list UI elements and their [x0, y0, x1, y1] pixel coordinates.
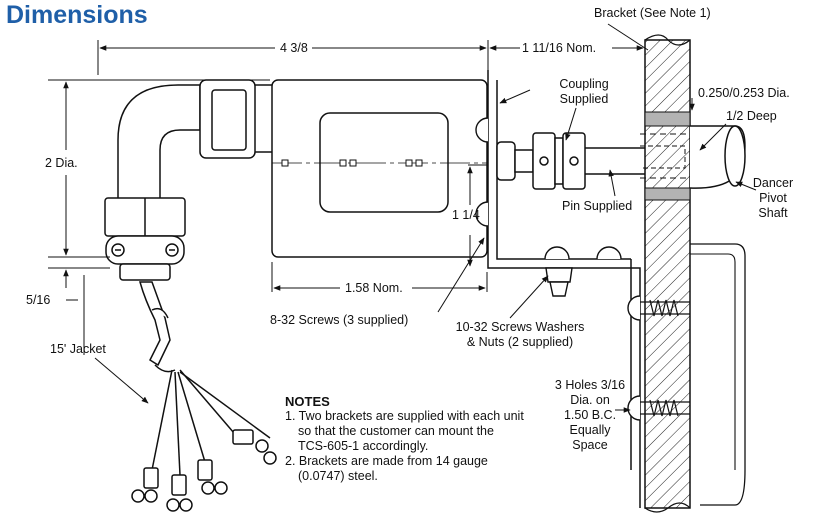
screws-8-32-label: 8-32 Screws (3 supplied) — [270, 313, 409, 327]
notes-heading: NOTES — [285, 394, 330, 409]
height-dimension-label: 1 1/4 — [452, 208, 480, 222]
dancer-pivot-shaft-label: Dancer Pivot Shaft — [752, 176, 794, 220]
coupling — [496, 132, 645, 190]
diameter-label: 2 Dia. — [45, 156, 78, 170]
page-title: Dimensions — [6, 1, 148, 29]
mounting-holes-label: 3 Holes 3/16 Dia. on 1.50 B.C. Equally S… — [554, 378, 626, 452]
bracket-offset-label: 1 11/16 Nom. — [522, 41, 597, 55]
offset-dimension-label: 5/16 — [26, 293, 51, 307]
nominal-length-label: 1.58 Nom. — [345, 281, 403, 295]
dimension-lines — [48, 23, 757, 413]
screws-10-32-label: 10-32 Screws Washers & Nuts (2 supplied) — [455, 320, 585, 349]
threaded-studs — [640, 299, 690, 417]
pin-supplied-label: Pin Supplied — [562, 199, 633, 213]
connector-elbow — [104, 79, 272, 281]
note-item: 1. Two brackets are supplied with each u… — [285, 409, 524, 453]
note-item: 2. Brackets are made from 14 gauge (0.07… — [285, 454, 488, 483]
sensor-housing — [271, 79, 488, 258]
dancer-pivot-shaft — [640, 125, 746, 189]
cable-jacket — [131, 281, 277, 512]
bracket-note-label: Bracket (See Note 1) — [594, 6, 711, 20]
notes-block: NOTES 1. Two brackets are supplied with … — [285, 394, 525, 484]
screw-heads — [475, 117, 641, 421]
shaft-diameter-label: 0.250/0.253 Dia. — [698, 86, 790, 100]
jacket-length-label: 15' Jacket — [50, 342, 106, 356]
bore-depth-label: 1/2 Deep — [726, 109, 777, 123]
mounting-wall — [644, 34, 691, 513]
coupling-supplied-label: Coupling Supplied — [559, 77, 609, 106]
width-dimension-label: 4 3/8 — [280, 41, 308, 55]
